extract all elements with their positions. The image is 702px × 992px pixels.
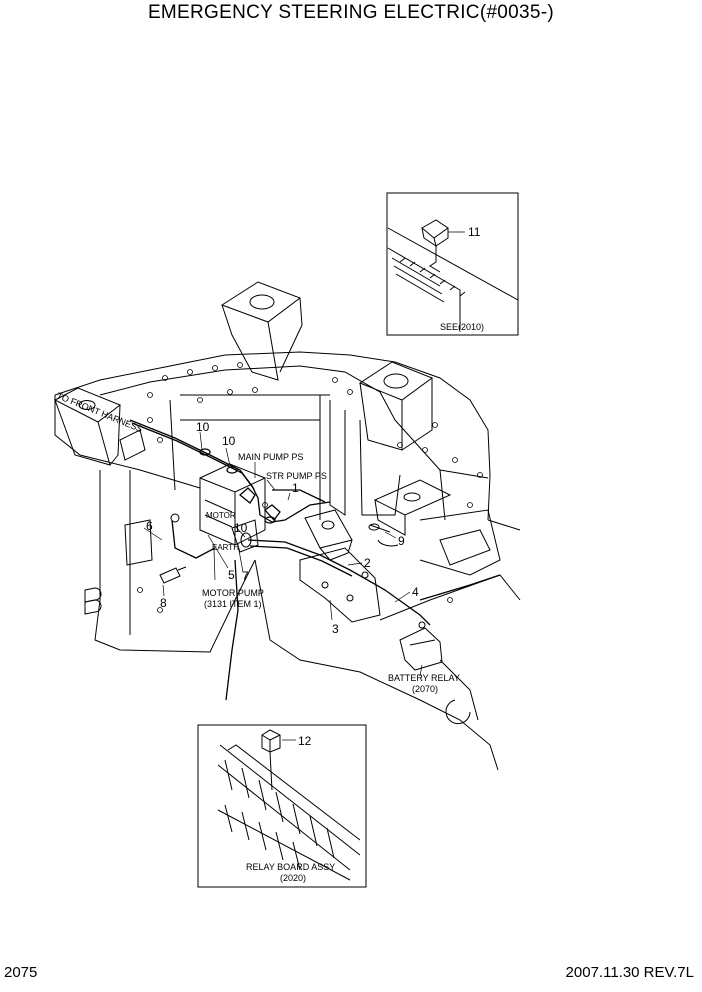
callout-12: 12 xyxy=(298,734,312,748)
leader-lines xyxy=(143,231,465,741)
str-pump-ps-label: STR PUMP PS xyxy=(266,471,327,481)
callout-5: 5 xyxy=(228,568,235,582)
callout-1: 1 xyxy=(292,481,299,495)
see-ref-label: SEE(2010) xyxy=(440,322,484,332)
battery-relay-label: BATTERY RELAY xyxy=(388,673,460,683)
callout-10-a: 10 xyxy=(196,420,210,434)
frame-mount-left xyxy=(220,281,303,381)
frame-mount-front xyxy=(53,387,121,466)
callout-2: 2 xyxy=(364,556,371,570)
callout-6: 6 xyxy=(146,519,153,533)
callout-3: 3 xyxy=(332,622,339,636)
frame-holes xyxy=(137,362,483,613)
callout-9: 9 xyxy=(398,534,405,548)
callouts: 1 2 3 4 5 6 7 8 9 10 10 10 11 12 xyxy=(146,225,481,748)
battery-relay xyxy=(399,621,443,671)
relay-board-ref-label: (2020) xyxy=(280,873,306,883)
motor-pump-label: MOTOR PUMP xyxy=(202,588,264,598)
page-number: 2075 xyxy=(4,964,38,981)
inset-switch-panel xyxy=(386,192,519,336)
frame-mount-right xyxy=(358,361,434,451)
clip-6 xyxy=(170,513,180,523)
callout-8: 8 xyxy=(160,596,167,610)
battery-relay-ref-label: (2070) xyxy=(412,684,438,694)
bolt-8 xyxy=(159,566,187,584)
callout-10-c: 10 xyxy=(234,521,248,535)
pump-pressure-switch xyxy=(304,509,353,561)
callout-10-b: 10 xyxy=(222,434,236,448)
earth-tag-label: EARTH xyxy=(212,543,239,552)
wiring-harness xyxy=(129,419,501,701)
motor-pump: MOTOR EARTH xyxy=(199,463,266,553)
inset-relay-board xyxy=(197,724,367,888)
callout-4: 4 xyxy=(412,585,419,599)
page-title: EMERGENCY STEERING ELECTRIC(#0035-) xyxy=(147,2,555,23)
motor-tag-label: MOTOR xyxy=(206,511,236,520)
frame-body xyxy=(54,351,521,771)
bolt-9 xyxy=(368,523,399,547)
frame-bracket-right xyxy=(373,479,452,536)
relay-board-label: RELAY BOARD ASSY xyxy=(246,862,335,872)
date-revision: 2007.11.30 REV.7L xyxy=(565,964,694,981)
callout-7: 7 xyxy=(242,569,249,583)
callout-11: 11 xyxy=(468,225,481,239)
main-pump-ps-label: MAIN PUMP PS xyxy=(238,452,303,462)
motor-pump-ref-label: (3131 ITEM 1) xyxy=(204,599,262,609)
